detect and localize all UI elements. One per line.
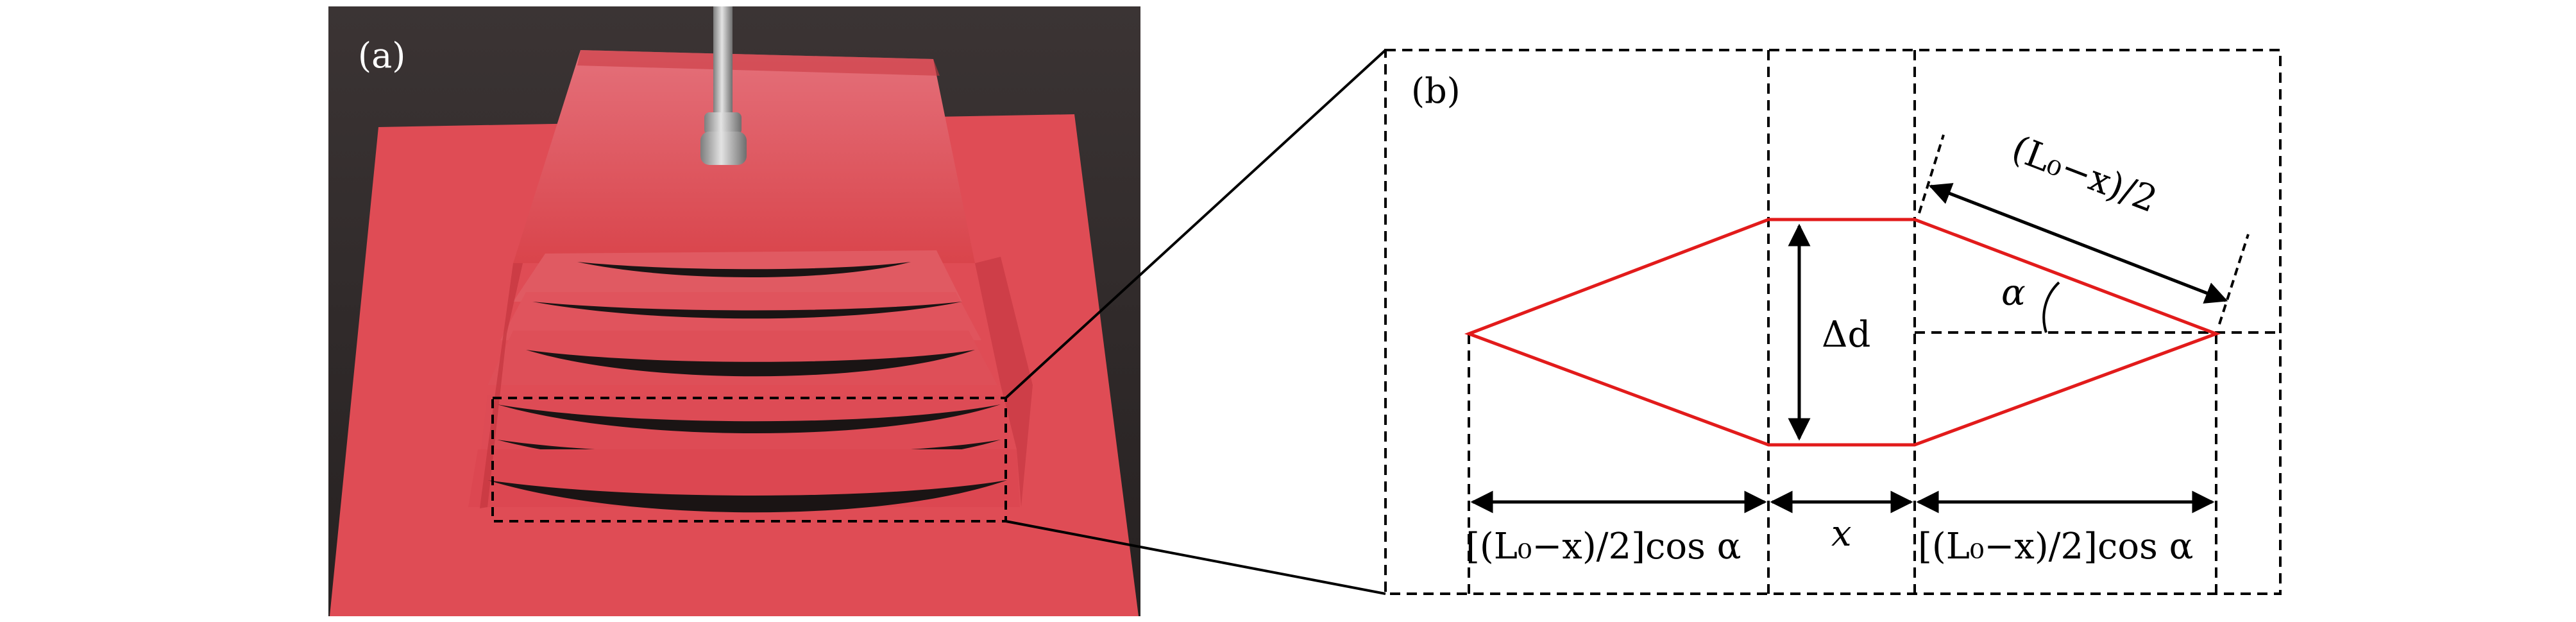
panel-a-label: (a) — [358, 35, 405, 76]
layer-5-gap — [487, 480, 1007, 513]
half-length-arrow — [1928, 183, 2228, 304]
metal-nut-base — [700, 132, 747, 165]
layer-3-gap — [526, 350, 975, 377]
alpha-label: α — [2001, 272, 2026, 314]
slant-extension-left — [1918, 134, 1945, 214]
layer-4-gap-a — [497, 404, 1001, 433]
layer-3-sheet — [487, 331, 997, 385]
stack-left-edge — [480, 263, 523, 508]
stack-right-edge — [975, 257, 1033, 507]
strip-geometry — [1464, 218, 2221, 447]
photo-selection-box — [491, 397, 1007, 523]
x-label: x — [1831, 513, 1852, 555]
layer-1-gap — [577, 262, 911, 277]
metal-rod — [713, 6, 733, 119]
panel-b-diagram: Δd α (L₀−x)/2 [(L₀−x)/2]cos α x [(L₀−x)/… — [1384, 49, 2282, 595]
connector-top — [1004, 49, 1387, 399]
left-projection-label: [(L₀−x)/2]cos α — [1466, 526, 1741, 567]
alpha-arc — [2042, 281, 2060, 333]
delta-d-label: Δd — [1822, 314, 1870, 356]
connector-bottom — [1005, 520, 1386, 595]
metal-nut-top — [704, 112, 741, 135]
panel-b-label: (b) — [1411, 71, 1461, 111]
top-sheet-shadow — [577, 50, 940, 76]
half-length-label: (L₀−x)/2 — [2006, 128, 2163, 221]
slant-extension-right — [2218, 234, 2250, 325]
panel-b-frame — [1384, 49, 2282, 595]
right-projection-label: [(L₀−x)/2]cos α — [1918, 526, 2193, 567]
panel-a-photo: (a) — [328, 6, 1140, 616]
layer-2-gap — [532, 302, 962, 319]
